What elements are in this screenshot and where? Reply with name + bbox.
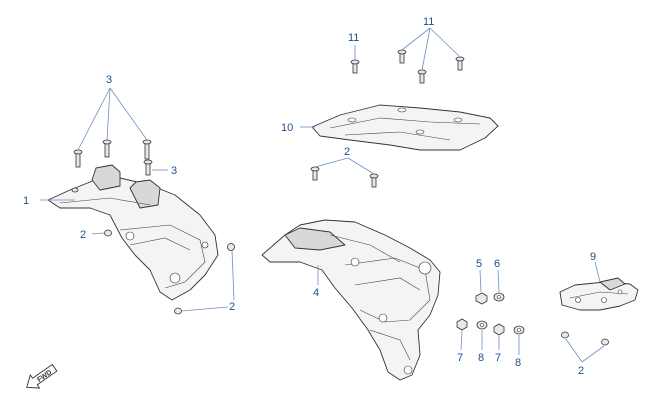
callout-2-center: 2 [344,146,350,158]
bolt-hardware-top [350,49,465,84]
forward-label: FWD [36,369,53,384]
callout-9: 9 [590,251,596,263]
callout-8-left: 8 [478,352,484,364]
callout-10: 10 [281,122,293,134]
callout-2-left: 2 [80,229,86,241]
callout-2-right: 2 [578,365,584,377]
callout-labels: 1 2 2 2 2 3 3 4 5 6 7 7 8 8 9 10 11 11 [23,16,596,377]
callout-6: 6 [494,258,500,270]
right-bracket-part [559,277,639,346]
callout-7-left: 7 [457,352,463,364]
bolt-hardware-left [71,139,235,315]
callout-11-left: 11 [348,32,359,44]
left-bracket-part [47,164,219,301]
callout-2-bottom-left: 2 [229,301,235,313]
callout-5: 5 [476,258,482,270]
callout-7-right: 7 [495,352,501,364]
callout-1: 1 [23,195,29,207]
callout-11-right: 11 [423,16,434,28]
callout-3-side: 3 [171,165,177,177]
callout-4: 4 [313,287,319,299]
nut-washer-hardware [456,292,525,336]
callout-8-right: 8 [515,357,521,369]
center-bracket-part [261,219,441,381]
callout-3-top: 3 [106,74,112,86]
top-plate-part [311,104,499,151]
leader-lines [40,27,605,363]
bolt-hardware-center [310,166,379,188]
forward-arrow-icon: FWD [26,363,58,389]
